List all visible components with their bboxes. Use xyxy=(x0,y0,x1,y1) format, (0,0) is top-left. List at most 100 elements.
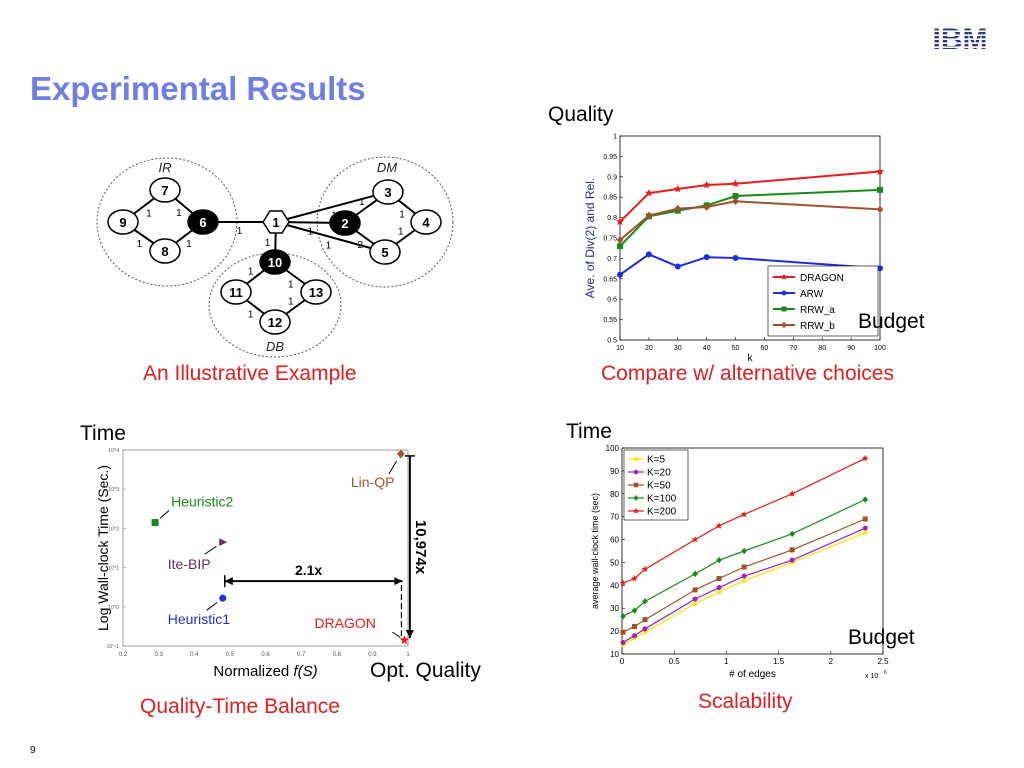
node-label: 11 xyxy=(229,285,243,300)
data-point xyxy=(703,203,710,211)
legend-label: K=200 xyxy=(647,507,677,518)
x-tick-label: 40 xyxy=(703,345,711,352)
x-tick-label: 0.8 xyxy=(333,652,342,658)
x-tick-label: 0.3 xyxy=(154,652,163,658)
data-point xyxy=(862,516,868,522)
data-point xyxy=(732,254,739,261)
arrow-head xyxy=(224,577,233,586)
series-line xyxy=(619,170,881,223)
data-point xyxy=(645,211,653,220)
point-label: Ite-BIP xyxy=(168,556,211,572)
y-tick-label: 0.95 xyxy=(603,154,617,161)
arrow-head xyxy=(394,577,403,586)
point-label: Heuristic1 xyxy=(168,611,230,627)
data-point xyxy=(641,565,649,573)
legend-marker xyxy=(781,290,787,296)
y-tick-label: 50 xyxy=(610,558,619,567)
time-label-right: Time xyxy=(566,420,612,443)
x-tick-label: 100 xyxy=(874,345,886,352)
x-tick-label: 50 xyxy=(732,345,740,352)
node-label: 12 xyxy=(268,315,282,330)
x-tick-label: 70 xyxy=(789,345,797,352)
x-axis-label: k xyxy=(748,353,754,364)
graph-node xyxy=(262,210,290,234)
page-title: Experimental Results xyxy=(30,70,366,107)
edge-weight: 1 xyxy=(398,227,404,238)
y-tick-label: 70 xyxy=(610,513,619,522)
data-point xyxy=(788,490,796,497)
data-point xyxy=(642,617,648,623)
x-multiplier-exponent: 6 xyxy=(884,670,887,676)
x-tick-label: 0 xyxy=(620,657,625,666)
series-line xyxy=(619,200,881,241)
x-tick-label: 90 xyxy=(847,345,855,352)
x-tick-label: 0.7 xyxy=(297,652,306,658)
y-axis-label: Ave. of Div(2) and Rel. xyxy=(583,178,597,299)
data-point xyxy=(674,263,681,270)
y-tick-label: 60 xyxy=(610,536,619,545)
data-point xyxy=(399,635,410,645)
y-tick-label: 90 xyxy=(610,467,619,476)
edge-weight: 1 xyxy=(399,209,405,220)
point-pointer xyxy=(159,510,170,519)
x-tick-label: 0.6 xyxy=(261,652,270,658)
data-point xyxy=(715,522,723,529)
data-point xyxy=(789,557,795,563)
edge-weight: 1 xyxy=(186,239,192,250)
data-point xyxy=(645,251,652,258)
y-axis-label: Log Wall-clock Time (Sec.) xyxy=(95,465,111,631)
legend-label: K=100 xyxy=(647,494,677,505)
data-point xyxy=(715,588,723,595)
graph-node xyxy=(300,279,332,305)
edge-weight: 1 xyxy=(146,208,152,219)
group-label: DM xyxy=(377,160,397,175)
data-point xyxy=(620,612,626,620)
data-point xyxy=(740,510,748,518)
y-tick-label: 0.75 xyxy=(603,236,617,243)
graph-node xyxy=(329,210,361,236)
y-tick-label: 10^1 xyxy=(108,566,119,572)
legend-label: K=20 xyxy=(647,468,671,479)
y-tick-label: 40 xyxy=(610,581,619,590)
ibm-logo: IBM xyxy=(924,23,996,57)
data-point xyxy=(862,496,869,503)
y-tick-label: 30 xyxy=(610,604,619,613)
series-line xyxy=(622,457,866,584)
data-point xyxy=(741,547,747,555)
x-tick-label: 60 xyxy=(761,345,769,352)
caption-compare: Compare w/ alternative choices xyxy=(601,362,894,385)
page-number: 9 xyxy=(30,745,36,756)
data-point xyxy=(631,607,638,614)
data-point xyxy=(644,188,653,197)
point-label: Lin-QP xyxy=(351,474,395,490)
data-point xyxy=(732,192,739,199)
legend-marker xyxy=(633,469,639,475)
y-tick-label: 10^2 xyxy=(108,526,119,532)
data-point xyxy=(789,547,795,553)
x-tick-label: 0.4 xyxy=(190,652,199,658)
group-label: IR xyxy=(159,160,172,175)
data-point xyxy=(620,629,626,635)
node-label: 2 xyxy=(341,216,348,231)
edge-weight: 1 xyxy=(237,226,243,237)
node-label: 10 xyxy=(268,255,282,270)
time-ratio-label: 10,974x xyxy=(412,520,428,575)
y-tick-label: 0.9 xyxy=(607,174,617,181)
data-point xyxy=(862,525,868,531)
data-point xyxy=(692,596,698,602)
data-point xyxy=(632,624,638,630)
legend-label: RRW_b xyxy=(800,321,835,332)
x-tick-label: 0.9 xyxy=(368,652,377,658)
point-label: DRAGON xyxy=(314,615,375,631)
data-point xyxy=(631,575,638,582)
legend-marker xyxy=(781,321,787,329)
ibm-logo-text: IBM xyxy=(933,24,988,52)
data-point xyxy=(741,564,747,570)
data-point xyxy=(397,449,405,459)
y-axis-label: average wall-clock time (sec) xyxy=(590,493,600,609)
legend-marker xyxy=(632,507,640,514)
x-tick-label: 2.5 xyxy=(877,657,889,666)
data-point xyxy=(616,217,624,226)
edge-weight: 1 xyxy=(359,197,365,208)
